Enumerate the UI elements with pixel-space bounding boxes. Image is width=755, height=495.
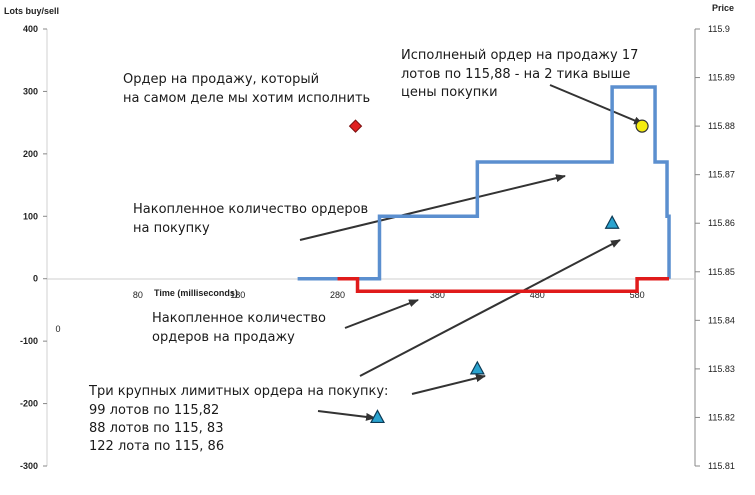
- annotation-line: Ордер на продажу, который: [123, 72, 319, 87]
- annotation-line: Накопленное количество ордеров: [133, 202, 368, 217]
- right-axis-title: Price: [712, 3, 734, 13]
- plot-area: [47, 29, 695, 466]
- annotation-limit-orders: Три крупных лимитных ордера на покупку: …: [88, 384, 393, 454]
- right-tick-label: 115.87: [708, 170, 735, 180]
- x-axis-ticks: 0 80 180 280 380 480 580: [55, 290, 644, 334]
- annotation-line: ордеров на продажу: [152, 330, 295, 345]
- series-layer: [297, 85, 671, 293]
- annotation-wanted-sell-order: Ордер на продажу, который на самом деле …: [123, 72, 370, 106]
- left-tick-label: 100: [23, 211, 38, 221]
- annotation-line: 88 лотов по 115, 83: [89, 421, 223, 436]
- marker-layer: [348, 119, 649, 424]
- right-tick-label: 115.86: [708, 218, 735, 228]
- right-tick-label: 115.82: [708, 412, 735, 422]
- right-tick-label: 115.81: [708, 461, 735, 471]
- arrow-sell-cumulative: [344, 299, 419, 329]
- left-tick-label: 400: [23, 24, 38, 34]
- x-tick-label: 180: [230, 290, 245, 300]
- x-tick-label: 480: [530, 290, 545, 300]
- right-tick-label: 115.83: [708, 364, 735, 374]
- right-tick-label: 115.89: [708, 73, 735, 83]
- x-tick-label: 380: [430, 290, 445, 300]
- x-tick-label: 580: [630, 290, 645, 300]
- x-axis-title: Time (milliseconds): [154, 288, 238, 298]
- annotation-line: 122 лота по 115, 86: [89, 439, 224, 454]
- arrow-limit-order-3: [317, 410, 376, 421]
- buy-cumulative-series: [297, 85, 671, 281]
- annotation-executed-sell-order: Исполненый ордер на продажу 17 лотов по …: [401, 48, 643, 100]
- annotation-sell-cumulative: Накопленное количество ордеров на продаж…: [152, 311, 330, 345]
- left-axis-title: Lots buy/sell: [4, 6, 59, 16]
- annotation-line: Накопленное количество: [152, 311, 326, 326]
- annotation-line: цены покупки: [401, 85, 498, 100]
- sell-order-diamond-marker: [348, 119, 363, 133]
- left-tick-label: -300: [20, 461, 38, 471]
- right-axis-ticks: 115.9 115.89 115.88 115.87 115.86 115.85 115.8…: [695, 24, 735, 471]
- left-tick-label: 0: [33, 274, 38, 284]
- x-tick-label: 0: [55, 324, 60, 334]
- left-tick-label: -100: [20, 336, 38, 346]
- arrow-limit-order-2: [411, 374, 486, 395]
- annotation-line: на покупку: [133, 221, 210, 236]
- left-tick-label: 300: [23, 86, 38, 96]
- sell-cumulative-series: [337, 276, 670, 293]
- annotation-line: на самом деле мы хотим исполнить: [123, 91, 370, 106]
- annotation-buy-cumulative: Накопленное количество ордеров на покупк…: [133, 202, 372, 236]
- right-tick-label: 115.9: [708, 24, 730, 34]
- executed-order-circle-marker: [635, 119, 649, 133]
- arrow-limit-order-1: [359, 239, 621, 377]
- arrow-buy-cumulative: [299, 174, 566, 241]
- annotation-line: Три крупных лимитных ордера на покупку:: [88, 384, 388, 399]
- right-tick-label: 115.84: [708, 315, 735, 325]
- annotation-line: лотов по 115,88 - на 2 тика выше: [401, 67, 630, 82]
- right-tick-label: 115.88: [708, 121, 735, 131]
- annotation-line: Исполненый ордер на продажу 17: [401, 48, 638, 63]
- arrow-executed-order: [549, 84, 644, 125]
- x-tick-label: 80: [133, 290, 143, 300]
- annotation-line: 99 лотов по 115,82: [89, 403, 219, 418]
- right-tick-label: 115.85: [708, 267, 735, 277]
- limit-order-triangle-marker: [604, 214, 620, 229]
- limit-order-triangle-marker: [369, 409, 385, 424]
- annotation-arrows: [299, 84, 644, 421]
- left-axis-ticks: 400 300 200 100 0 -100 -200 -300: [20, 24, 47, 471]
- limit-order-triangle-marker: [469, 360, 485, 375]
- x-tick-label: 280: [330, 290, 345, 300]
- left-tick-label: 200: [23, 149, 38, 159]
- left-tick-label: -200: [20, 399, 38, 409]
